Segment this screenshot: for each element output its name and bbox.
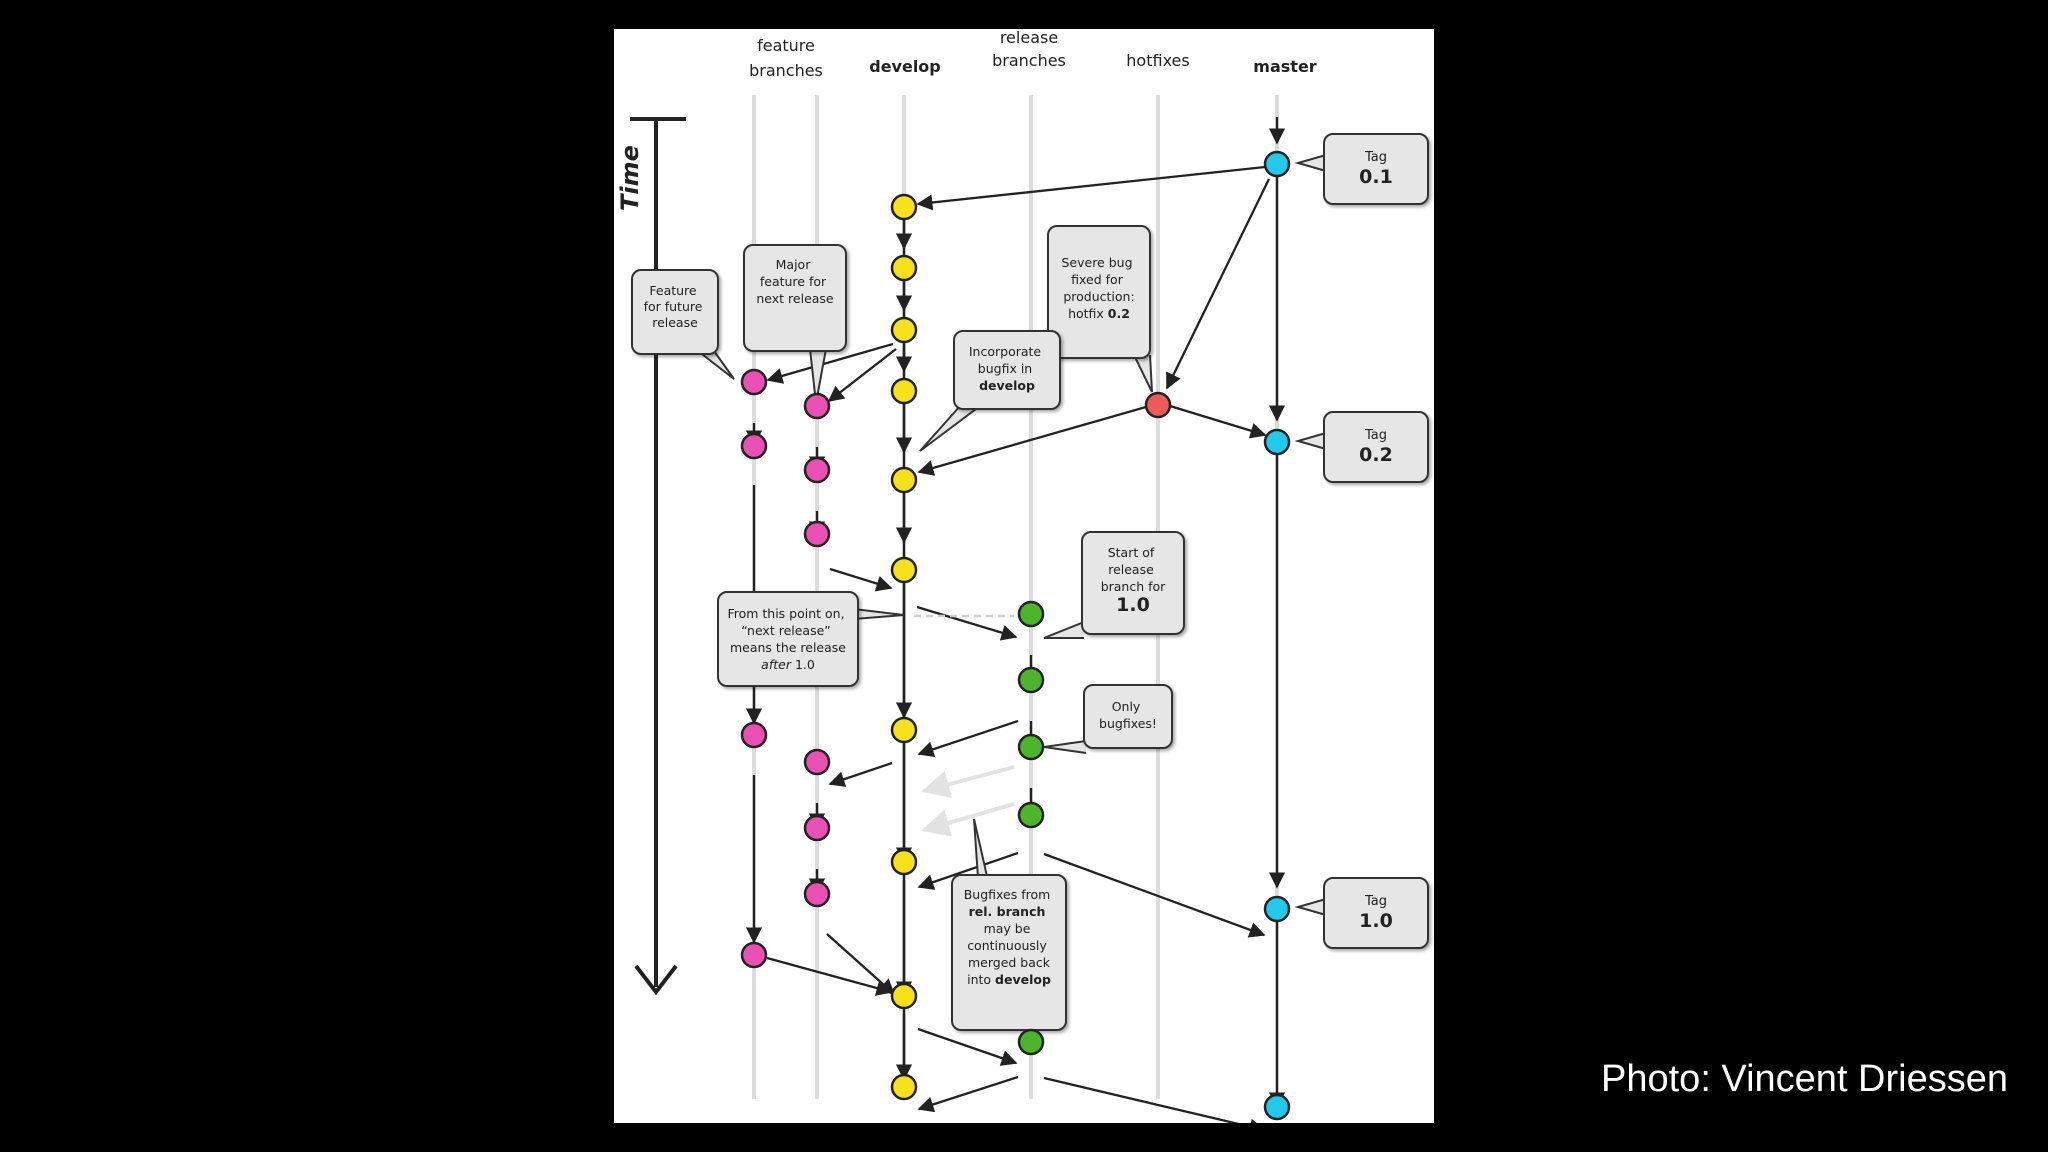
svg-text:0.1: 0.1 bbox=[1359, 166, 1393, 188]
svg-text:Bugfixes from rel.: Bugfixes from rel. branch may be continu… bbox=[964, 887, 1055, 970]
callout-start-release: Start of release branch for 1.0 bbox=[1043, 531, 1185, 639]
develop-commit bbox=[890, 1073, 918, 1101]
develop-commit bbox=[890, 982, 918, 1010]
callouts: Feature for future release Major feature… bbox=[631, 133, 1429, 1031]
develop-commit bbox=[890, 193, 918, 221]
feature-commit bbox=[803, 880, 831, 908]
develop-commit bbox=[890, 316, 918, 344]
commit-nodes bbox=[740, 150, 1291, 1121]
svg-text:Tag: Tag bbox=[1364, 894, 1387, 909]
develop-header: develop bbox=[869, 57, 941, 76]
callout-future-feature: Feature for future release bbox=[631, 269, 735, 380]
callout-incorporate-bugfix: Incorporate bugfix in develop bbox=[919, 330, 1061, 452]
callout-only-bugfixes: Only bugfixes! bbox=[1043, 684, 1173, 754]
develop-commit bbox=[890, 556, 918, 584]
feature-commit bbox=[803, 814, 831, 842]
feature-commit bbox=[803, 520, 831, 548]
photo-credit: Photo: Vincent Driessen bbox=[1601, 1058, 2008, 1100]
callout-severe-bug: Severe bug fixed for production: hotfix … bbox=[1047, 225, 1153, 393]
svg-text:after 1.0: after 1.0 bbox=[761, 657, 815, 672]
release-commit bbox=[1017, 600, 1045, 628]
release-commit bbox=[1017, 801, 1045, 829]
callout-bugfixes-rel-branch: Bugfixes from rel. branch may be continu… bbox=[951, 818, 1067, 1031]
connections bbox=[745, 117, 1286, 1123]
svg-text:Only bugfixes!: Only bugfixes! bbox=[1099, 699, 1157, 731]
feature-commit bbox=[803, 456, 831, 484]
release-commit bbox=[1017, 733, 1045, 761]
hotfixes-header: hotfixes bbox=[1126, 51, 1189, 70]
callout-major-feature: Major feature for next release bbox=[743, 244, 847, 404]
develop-commit bbox=[890, 254, 918, 282]
callout-from-this-point: From this point on, “next release” means… bbox=[717, 591, 905, 687]
feature-commit bbox=[740, 432, 768, 460]
feature-commit bbox=[803, 748, 831, 776]
svg-text:1.0: 1.0 bbox=[1116, 594, 1150, 616]
svg-text:hotfix 0.2: hotfix 0.2 bbox=[1068, 306, 1130, 321]
hotfix-commit bbox=[1144, 391, 1172, 419]
master-commit bbox=[1263, 428, 1291, 456]
feature-commit bbox=[740, 721, 768, 749]
master-commit bbox=[1263, 895, 1291, 923]
feature-commit bbox=[803, 392, 831, 420]
master-commit bbox=[1263, 150, 1291, 178]
svg-text:Severe bug fixed f: Severe bug fixed for production: bbox=[1061, 255, 1136, 304]
develop-commit bbox=[890, 466, 918, 494]
release-commit bbox=[1017, 1028, 1045, 1056]
develop-commit bbox=[890, 848, 918, 876]
master-header: master bbox=[1253, 57, 1316, 76]
tag-0-2: Tag 0.2 bbox=[1294, 411, 1429, 483]
tag-1-0: Tag 1.0 bbox=[1294, 877, 1429, 949]
svg-text:Tag: Tag bbox=[1364, 428, 1387, 443]
faint-merge-arrows bbox=[921, 765, 1015, 837]
svg-text:Feature for future: Feature for future release bbox=[644, 283, 707, 330]
develop-commit bbox=[890, 716, 918, 744]
tag-0-1: Tag 0.1 bbox=[1294, 133, 1429, 205]
master-commit bbox=[1263, 1093, 1291, 1121]
svg-text:Start of release: Start of release branch for bbox=[1101, 545, 1166, 594]
time-axis: Time bbox=[616, 117, 686, 996]
feature-commit bbox=[740, 941, 768, 969]
release-commit bbox=[1017, 666, 1045, 694]
svg-text:Major feature for: Major feature for next release bbox=[756, 257, 834, 306]
svg-text:0.2: 0.2 bbox=[1359, 444, 1393, 466]
svg-text:From this point on,: From this point on, “next release” means… bbox=[727, 606, 848, 655]
svg-text:into develop: into develop bbox=[967, 972, 1051, 987]
time-label: Time bbox=[616, 145, 644, 211]
svg-text:Tag: Tag bbox=[1364, 150, 1387, 165]
develop-commit bbox=[890, 377, 918, 405]
svg-text:Incorporate bugfix: Incorporate bugfix in develop bbox=[969, 344, 1045, 393]
svg-text:1.0: 1.0 bbox=[1359, 910, 1393, 932]
feature-commit bbox=[740, 368, 768, 396]
